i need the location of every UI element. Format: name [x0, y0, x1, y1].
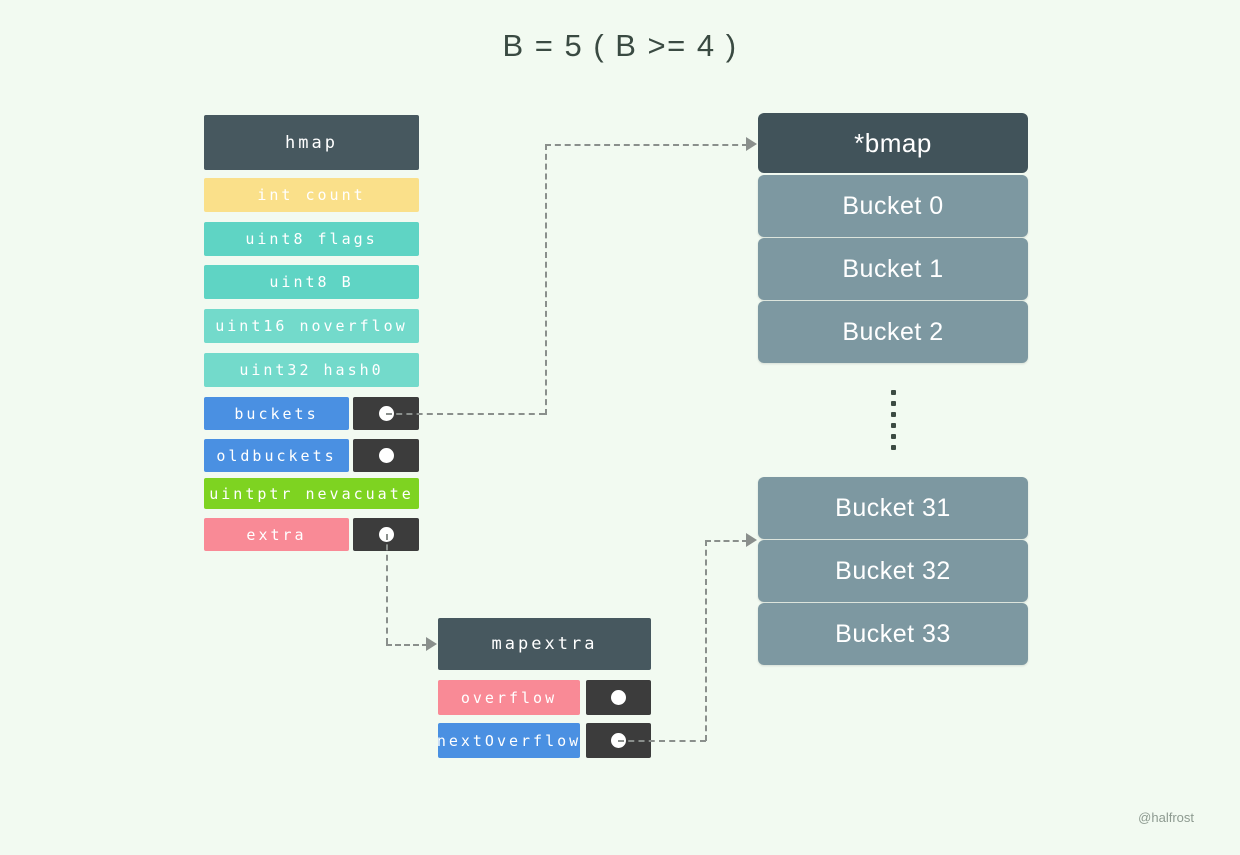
- bmap-header: *bmap: [758, 113, 1028, 173]
- bucket-0: Bucket 0: [758, 175, 1028, 237]
- mapextra-overflow-pointer-cell: [586, 680, 651, 715]
- connector-buckets-segment-1: [386, 413, 545, 415]
- bucket-31: Bucket 31: [758, 477, 1028, 539]
- connector-buckets-segment-2: [545, 144, 547, 415]
- mapextra-field-nextoverflow: nextOverflow: [437, 723, 580, 758]
- connector-buckets-segment-3: [545, 144, 748, 146]
- hmap-field-uintptr-nevacuate: uintptr nevacuate: [204, 478, 419, 509]
- hmap-field-extra: extra: [204, 518, 349, 551]
- pointer-dot-icon: [378, 448, 394, 463]
- connector-extra-segment-2: [386, 644, 428, 646]
- mapextra-header: mapextra: [438, 618, 651, 670]
- mapextra-field-overflow: overflow: [438, 680, 580, 715]
- hmap-field-uint32-hash0: uint32 hash0: [204, 353, 419, 387]
- bucket-2: Bucket 2: [758, 301, 1028, 363]
- connector-extra-arrowhead: [426, 637, 437, 651]
- hmap-oldbuckets-pointer-cell: [353, 439, 419, 472]
- connector-buckets-arrowhead: [746, 137, 757, 151]
- hmap-field-uint16-noverflow: uint16 noverflow: [204, 309, 419, 343]
- hmap-header: hmap: [204, 115, 419, 170]
- watermark: @halfrost: [1138, 810, 1194, 825]
- pointer-dot-icon: [611, 690, 626, 705]
- hmap-field-uint8-flags: uint8 flags: [204, 222, 419, 256]
- bucket-1: Bucket 1: [758, 238, 1028, 300]
- hmap-field-buckets: buckets: [204, 397, 349, 430]
- vertical-ellipsis-icon: [888, 390, 898, 450]
- connector-nextoverflow-segment-2: [705, 540, 707, 741]
- hmap-field-uint8-b: uint8 B: [204, 265, 419, 299]
- bucket-33: Bucket 33: [758, 603, 1028, 665]
- hmap-field-int-count: int count: [204, 178, 419, 212]
- bucket-32: Bucket 32: [758, 540, 1028, 602]
- connector-nextoverflow-segment-3: [705, 540, 748, 542]
- connector-extra-segment-1: [386, 534, 388, 644]
- page-title: B = 5 ( B >= 4 ): [502, 28, 738, 63]
- connector-nextoverflow-arrowhead: [746, 533, 757, 547]
- connector-nextoverflow-segment-1: [618, 740, 706, 742]
- hmap-field-oldbuckets: oldbuckets: [204, 439, 349, 472]
